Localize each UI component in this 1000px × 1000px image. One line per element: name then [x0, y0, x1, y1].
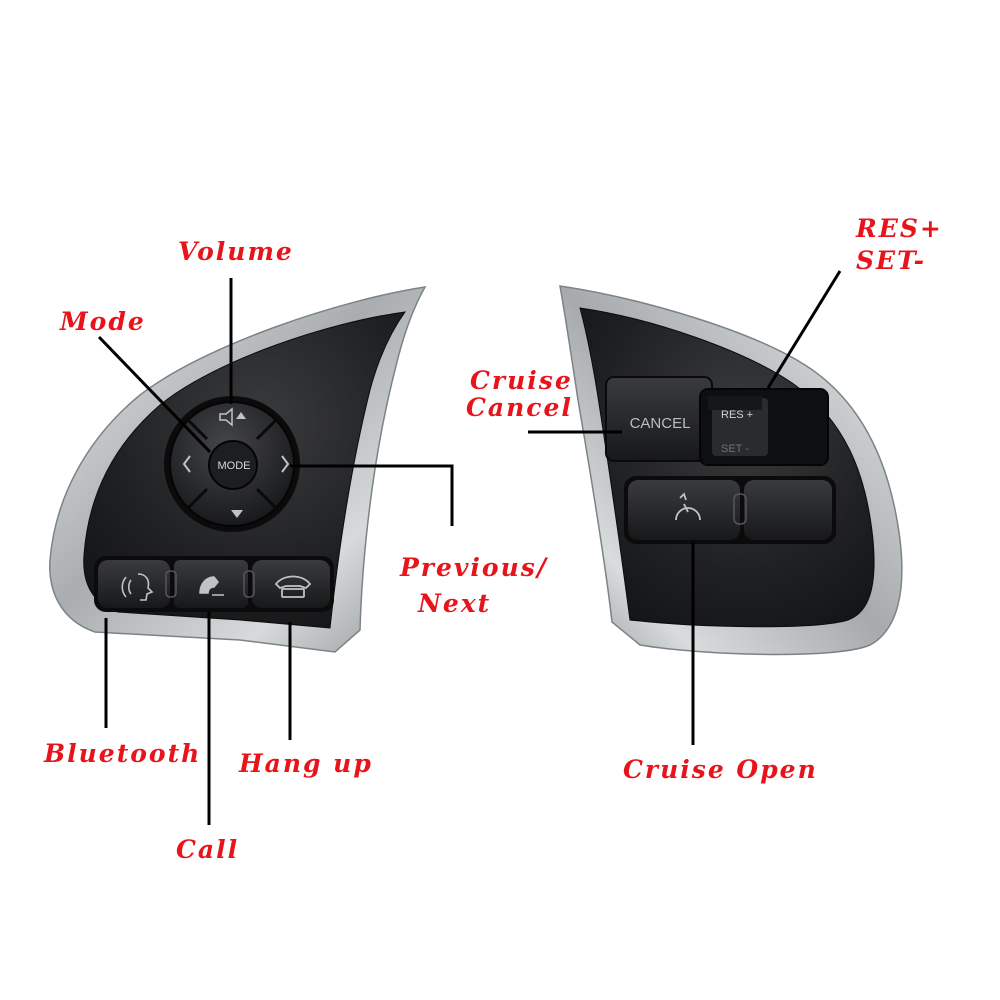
volume-down-icon[interactable] [231, 510, 243, 518]
right-control-unit: CANCEL RES + SET - [559, 285, 903, 656]
res-set-label: RES+ SET- [856, 213, 943, 277]
left-control-unit: MODE [49, 286, 427, 653]
call-label: Call [176, 835, 240, 864]
cruise-right-button[interactable] [744, 480, 832, 540]
cruise-open-button[interactable] [628, 480, 740, 540]
cruise-speedometer-icon [675, 492, 701, 521]
phone-buttons [94, 556, 334, 612]
next-chevron-icon[interactable] [281, 455, 290, 473]
res-set-label-line-2: SET- [856, 246, 926, 275]
previous-chevron-icon[interactable] [182, 455, 191, 473]
hang-up-button[interactable] [252, 560, 330, 608]
leader-lines [97, 270, 842, 825]
cruise-cancel-label-line-2: Cancel [466, 393, 573, 422]
set-label: SET - [721, 443, 749, 455]
hang-up-icon [274, 575, 312, 598]
mode-label: Mode [60, 307, 146, 336]
previous-next-label-line-1: Previous/ [400, 553, 548, 582]
cruise-open-label: Cruise Open [623, 755, 818, 784]
hang-up-label: Hang up [239, 749, 373, 778]
phone-call-icon [199, 576, 224, 596]
previous-next-leader-line [290, 464, 454, 526]
bluetooth-label: Bluetooth [44, 739, 202, 768]
previous-next-label: Previous/ Next [400, 550, 548, 622]
bluetooth-voice-button[interactable] [98, 560, 170, 608]
mode-leader-line [97, 335, 212, 454]
mode-button[interactable] [208, 440, 258, 490]
res-label: RES + [721, 409, 753, 421]
mode-button-label: MODE [218, 460, 251, 472]
dpad: MODE [164, 396, 300, 532]
res-set-label-line-1: RES+ [856, 214, 943, 243]
cruise-cancel-label-line-1: Cruise [470, 366, 573, 395]
cancel-button-label: CANCEL [630, 415, 691, 432]
right-black-housing [579, 307, 875, 628]
volume-label: Volume [178, 237, 294, 266]
voice-command-icon [121, 573, 154, 601]
res-set-leader-line [766, 270, 842, 389]
volume-up-icon[interactable] [219, 407, 246, 427]
cruise-cancel-label: Cruise Cancel [466, 367, 573, 421]
res-set-rocker[interactable]: RES + SET - [699, 388, 829, 466]
previous-next-label-line-2: Next [418, 589, 492, 618]
